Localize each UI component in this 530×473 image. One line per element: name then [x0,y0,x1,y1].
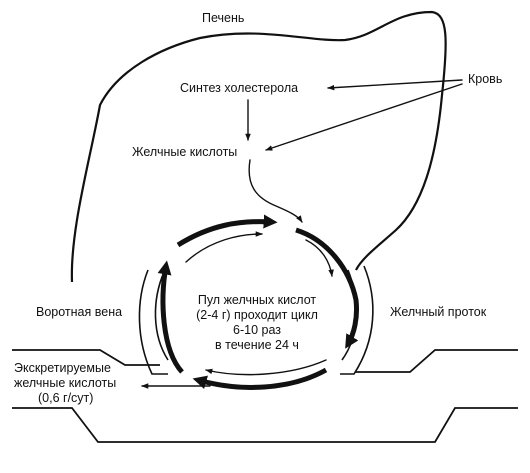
label-pool-line-3: 6-10 раз [233,323,281,337]
cycle-arrow-left [157,260,184,374]
label-portal-vein: Воротная вена [36,305,122,319]
label-blood: Кровь [468,72,502,86]
cycle-inner-bottom [205,359,327,376]
arrow-bile-acids-to-duct [248,159,303,223]
liver-outline [70,10,447,283]
intestine-upper-right [355,349,518,373]
cycle-inner-top [185,231,263,263]
cycle-inner-right [305,239,334,277]
portal-vein-outer [138,269,168,375]
label-pool-line-1: Пул желчных кислот [198,293,317,307]
arrow-blood-to-bile-acids [265,83,463,151]
label-excreted-line-3: (0,6 г/сут) [38,391,93,405]
arrow-blood-to-synthesis [327,79,463,91]
label-pool-line-2: (2-4 г) проходит цикл [196,308,318,322]
portal-vein-inner [154,271,169,361]
cycle-arrow-bottom [192,367,328,390]
intestine-lower-wall [12,407,518,443]
cycle-arrow-right [295,227,359,349]
label-bile-acids: Желчные кислоты [132,145,237,159]
bile-duct-outer [340,265,374,375]
label-pool-line-4: в течение 24 ч [215,338,299,352]
label-bile-duct: Желчный проток [390,305,487,319]
label-excreted-line-1: Экскретируемые [14,361,111,375]
label-liver: Печень [202,11,244,25]
label-excreted-line-2: желчные кислоты [14,376,116,390]
intestine-upper-left [12,349,160,366]
cycle-arrow-top [176,214,278,248]
label-cholesterol-synthesis: Синтез холестерола [180,81,298,95]
